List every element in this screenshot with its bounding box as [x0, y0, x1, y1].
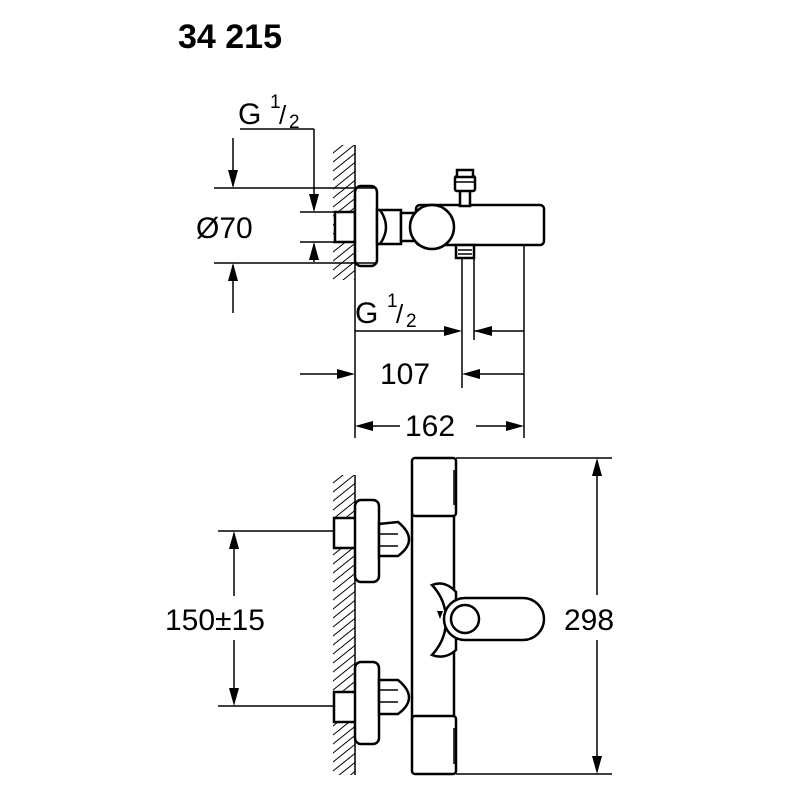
hatch-line	[349, 770, 355, 775]
wall-hatch-bottom	[328, 445, 358, 800]
hatch-line	[333, 563, 355, 583]
thread-bottom-num: 1	[387, 291, 398, 312]
top-cap	[410, 456, 458, 518]
hatch-line	[338, 761, 355, 775]
lever-hub	[449, 603, 481, 635]
hatch-line	[333, 581, 355, 601]
dim-height-label: 298	[564, 604, 614, 637]
hatch-line	[333, 635, 355, 655]
hatch-line	[328, 787, 358, 800]
hatch-line	[333, 752, 355, 772]
dim-centers-label: 150±15	[165, 604, 265, 637]
hatch-line	[353, 278, 355, 280]
escutcheon	[353, 184, 379, 268]
hatch-line	[333, 242, 355, 262]
side-view: G 1 / 2 Ø70 G 1 / 2 107 162	[196, 92, 546, 443]
diameter-label: Ø70	[196, 212, 253, 245]
hatch-line	[333, 491, 355, 511]
hatch-line	[328, 295, 358, 319]
hatch-line	[328, 445, 358, 469]
hatch-line	[333, 500, 355, 520]
lower-inlet-nut	[332, 690, 358, 724]
hatch-line	[328, 304, 358, 328]
hatch-line	[333, 626, 355, 646]
lower-escutcheon	[353, 660, 381, 746]
hatch-line	[333, 170, 355, 190]
hatch-line	[342, 269, 355, 280]
thread-bottom-slash: /	[396, 299, 404, 329]
handle-knob-side	[408, 203, 456, 251]
hatch-line	[333, 671, 355, 691]
spout-side	[454, 243, 476, 260]
hatch-line	[328, 286, 358, 310]
thread-size-top: G	[238, 98, 261, 131]
hatch-line	[333, 572, 355, 592]
hatch-line	[333, 152, 355, 172]
thread-top-den: 2	[289, 112, 300, 133]
front-view: 150±15 298	[165, 445, 614, 800]
hatch-line	[333, 734, 355, 754]
hatch-line	[333, 599, 355, 619]
hatch-line	[328, 124, 358, 148]
hatch-line	[333, 743, 355, 763]
hatch-line	[333, 179, 355, 199]
thread-size-bottom: G	[355, 297, 378, 330]
diverter-stem	[458, 188, 472, 208]
upper-escutcheon	[353, 498, 381, 584]
model-number: 34 215	[178, 18, 282, 56]
hatch-line	[333, 725, 355, 745]
hatch-line	[328, 115, 358, 139]
inlet-nut	[333, 210, 357, 244]
hatch-line	[333, 617, 355, 637]
hatch-line	[333, 482, 355, 502]
hatch-line	[333, 644, 355, 664]
hatch-line	[333, 145, 355, 163]
thread-top-slash: /	[279, 100, 287, 130]
upper-connector	[377, 520, 411, 558]
upper-inlet-nut	[332, 516, 358, 550]
hatch-line	[333, 653, 355, 673]
thread-bottom-den: 2	[406, 311, 417, 332]
hatch-line	[333, 188, 355, 208]
hatch-line	[333, 608, 355, 628]
hatch-line	[333, 251, 355, 271]
diverter-top	[455, 168, 475, 179]
hatch-line	[333, 161, 355, 181]
hatch-line	[333, 662, 355, 682]
bottom-cap	[410, 714, 458, 776]
hatch-line	[328, 778, 358, 800]
lower-connector	[377, 678, 411, 716]
hatch-line	[333, 197, 355, 217]
dim-depth-label: 162	[405, 410, 455, 443]
hatch-line	[333, 475, 355, 493]
dim-spout-label: 107	[380, 358, 430, 391]
hatch-line	[333, 554, 355, 574]
hatch-line	[328, 454, 358, 478]
hatch-line	[328, 796, 358, 800]
outlet-mark	[437, 611, 443, 619]
thread-top-num: 1	[270, 92, 281, 113]
inlet-hex	[378, 209, 388, 245]
hatch-line	[333, 590, 355, 610]
